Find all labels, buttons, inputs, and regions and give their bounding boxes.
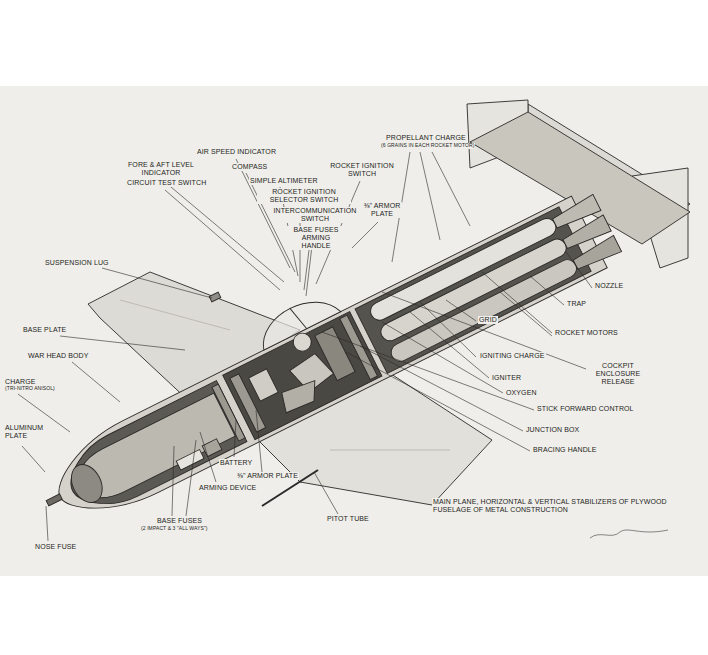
callout-label: GRID xyxy=(478,316,498,324)
fuselage xyxy=(290,305,307,331)
fuselage xyxy=(252,289,340,350)
callout-label: CHARGE xyxy=(4,378,37,386)
callout-label: FORE & AFT LEVEL INDICATOR xyxy=(120,161,202,177)
callout-label: ⅜" ARMOR PLATE xyxy=(236,472,299,480)
leader-line xyxy=(60,336,185,350)
leader-line xyxy=(352,222,378,248)
leader-line xyxy=(256,410,262,472)
leader-line xyxy=(165,190,280,290)
leader-line xyxy=(102,268,212,298)
callout-label: SUSPENSION LUG xyxy=(44,259,110,267)
signature-scribble xyxy=(590,530,668,538)
callout-label: BRACING HANDLE xyxy=(532,446,598,454)
callout-label: TRAP xyxy=(566,300,587,308)
callout-label: ROCKET IGNITION SELECTOR SWITCH xyxy=(257,188,351,204)
leader-line xyxy=(72,362,120,402)
leader-line xyxy=(500,292,552,336)
fuselage xyxy=(57,381,247,522)
callout-label: COMPASS xyxy=(231,163,268,171)
callout-label: COCKPIT ENCLOSURE RELEASE xyxy=(588,362,648,386)
fuselage xyxy=(18,164,625,539)
callout-label: NOSE FUSE xyxy=(34,543,77,551)
callout-label: BASE FUSES xyxy=(156,517,203,525)
leader-line xyxy=(18,152,592,541)
leader-line xyxy=(186,440,196,516)
leader-line xyxy=(46,506,48,541)
fuselage xyxy=(46,494,62,506)
leader-line xyxy=(420,152,440,240)
callout-label: ROCKET MOTORS xyxy=(554,329,619,337)
callout-label: JUNCTION BOX xyxy=(525,426,580,434)
leader-line xyxy=(306,246,312,296)
callout-label: BASE FUSES ARMING HANDLE xyxy=(286,226,346,250)
leader-line xyxy=(200,432,216,482)
leader-line xyxy=(234,420,236,457)
callout-label: MAIN PLANE, HORIZONTAL & VERTICAL STABIL… xyxy=(432,498,679,514)
callout-label: ARMING DEVICE xyxy=(198,484,257,492)
fuselage xyxy=(249,369,279,401)
callout-label: BASE PLATE xyxy=(22,326,67,334)
callout-label: (6 GRAINS IN EACH ROCKET MOTOR) xyxy=(380,143,475,149)
leader-line xyxy=(566,252,592,288)
fuselage xyxy=(42,196,607,533)
fuselage xyxy=(388,257,579,365)
callout-label: ALUMINUM PLATE xyxy=(4,424,48,440)
callout-label: ROCKET IGNITION SWITCH xyxy=(322,162,402,178)
callout-label: STICK FORWARD CONTROL xyxy=(536,405,635,413)
leader-line xyxy=(314,472,338,514)
callout-label: OXYGEN xyxy=(505,389,538,397)
fuselage xyxy=(355,207,591,373)
callout-label: ⅜" ARMOR PLATE xyxy=(362,202,402,218)
callout-label: BATTERY xyxy=(219,459,253,467)
main-plane xyxy=(120,300,230,330)
callout-label: (TRI-NITRO ANISOL) xyxy=(4,386,56,392)
main-plane xyxy=(330,450,450,451)
callout-label: WAR HEAD BODY xyxy=(27,352,90,360)
callout-label: INTERCOMMUNICATION SWITCH xyxy=(271,207,359,223)
leader-line xyxy=(322,332,534,410)
leader-line xyxy=(346,352,530,451)
callout-label: PITOT TUBE xyxy=(326,515,370,523)
callout-label: PROPELLANT CHARGE xyxy=(385,134,467,142)
leader-line xyxy=(420,302,476,357)
fuselage xyxy=(277,377,323,415)
paper xyxy=(0,86,708,576)
callout-label: (2 IMPACT & 3 "ALL WAYS") xyxy=(140,526,209,532)
callout-label: IGNITING CHARGE xyxy=(479,352,546,360)
callout-label: IGNITER xyxy=(491,374,522,382)
leader-line xyxy=(530,276,564,305)
leader-line xyxy=(22,446,45,472)
callout-label: SIMPLE ALTIMETER xyxy=(249,177,319,185)
callout-label: CIRCUIT TEST SWITCH xyxy=(126,179,207,187)
leader-line xyxy=(172,446,174,516)
fuselage xyxy=(571,235,621,272)
callout-label: NOZZLE xyxy=(594,282,624,290)
callout-label: AIR SPEED INDICATOR xyxy=(196,148,277,156)
fuselage xyxy=(176,450,204,471)
fuselage xyxy=(65,459,108,507)
leader-line xyxy=(432,152,470,226)
main-plane xyxy=(209,292,221,302)
